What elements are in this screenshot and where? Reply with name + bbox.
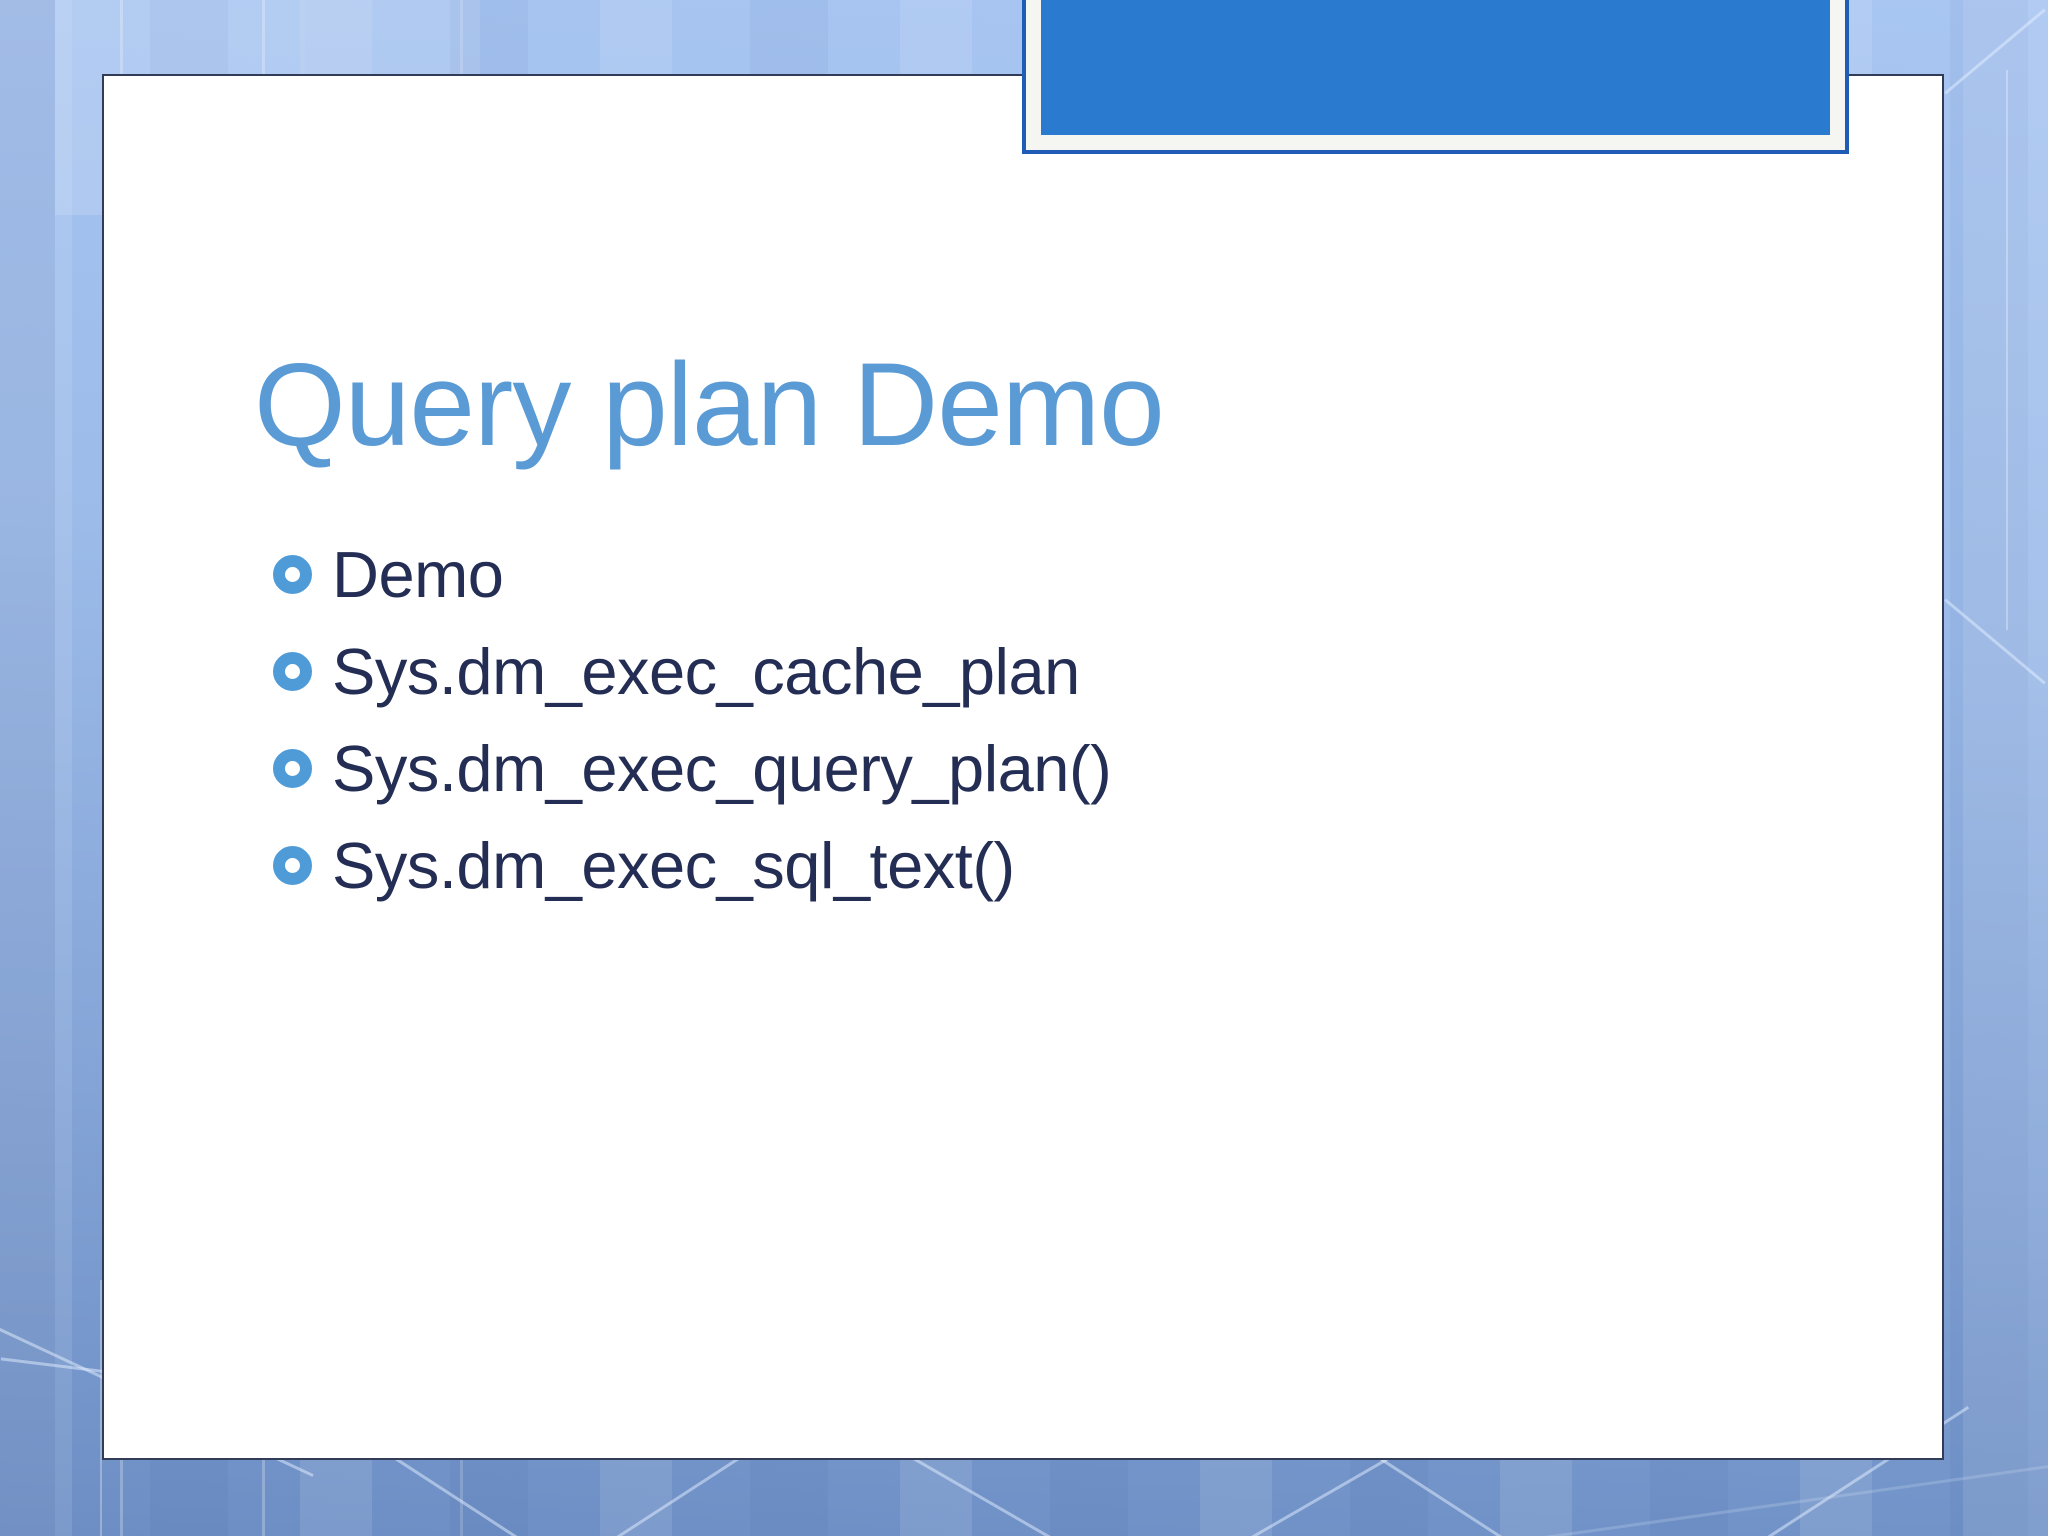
bullet-icon [273,846,312,885]
accent-box-fill [1041,0,1830,135]
bullet-text: Sys.dm_exec_query_plan() [332,732,1112,805]
slide: Query plan Demo Demo Sys.dm_exec_cache_p… [102,74,1944,1460]
bullet-list: Demo Sys.dm_exec_cache_plan Sys.dm_exec_… [273,526,1112,914]
background-patch [1963,0,2048,1536]
bullet-icon [273,652,312,691]
bullet-text: Sys.dm_exec_cache_plan [332,635,1080,708]
bullet-text: Demo [332,538,504,611]
background-line [2006,70,2008,630]
list-item: Sys.dm_exec_query_plan() [273,720,1112,817]
bullet-icon [273,749,312,788]
accent-box [1022,0,1849,154]
bullet-icon [273,555,312,594]
background-line [100,1280,102,1536]
list-item: Demo [273,526,1111,623]
list-item: Sys.dm_exec_sql_text() [273,817,1111,914]
bullet-text: Sys.dm_exec_sql_text() [332,829,1015,902]
slide-title: Query plan Demo [254,339,1165,471]
background-band [0,0,55,1536]
list-item: Sys.dm_exec_cache_plan [273,623,1111,720]
